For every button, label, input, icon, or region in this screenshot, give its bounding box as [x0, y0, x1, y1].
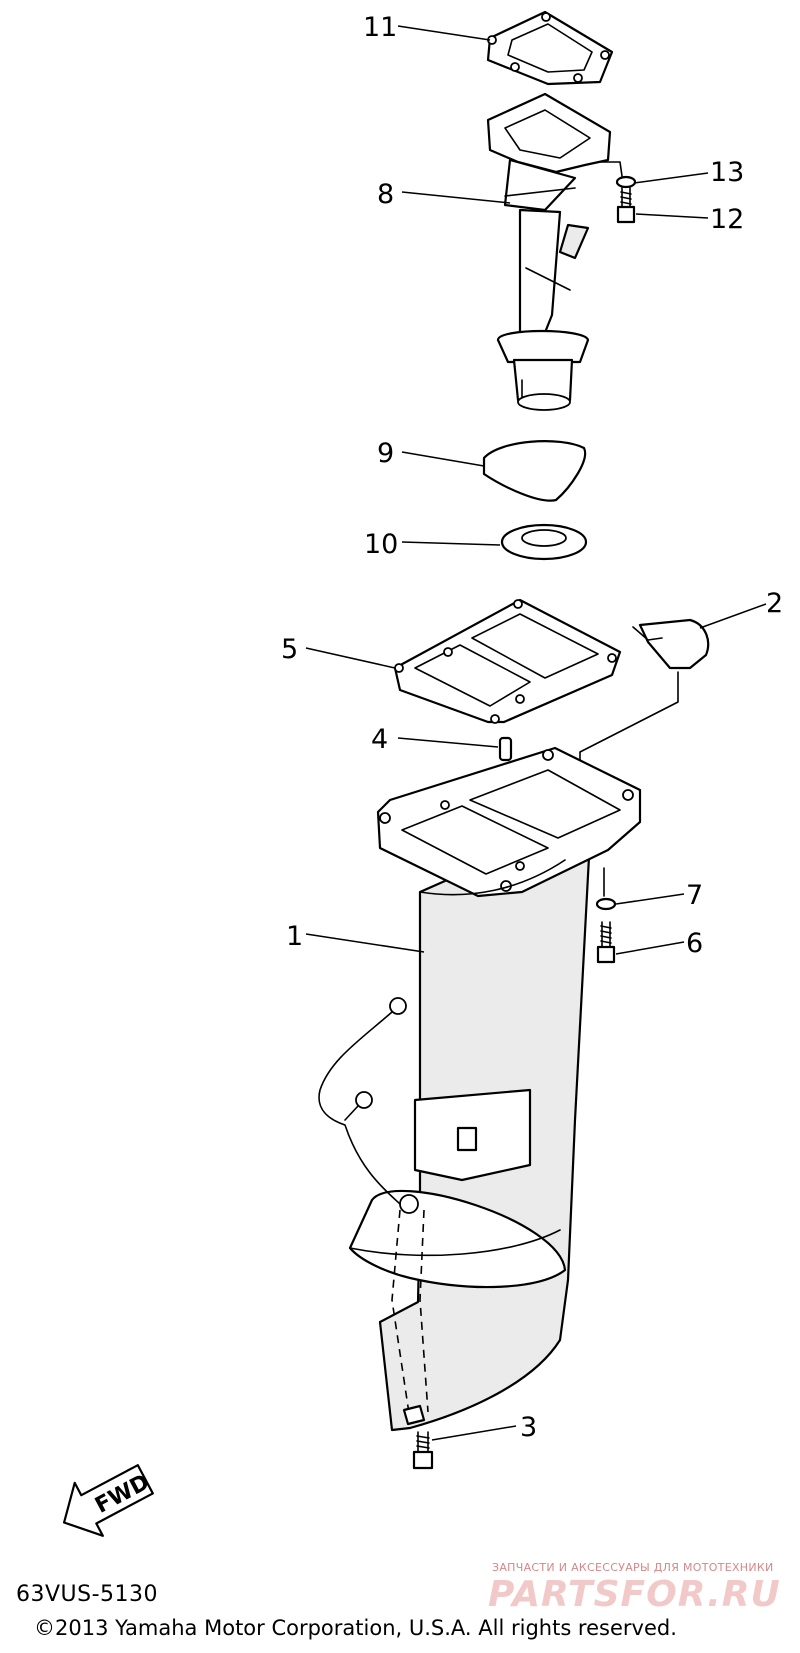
- callout-1: 1: [286, 921, 303, 952]
- callout-5: 5: [281, 634, 298, 665]
- callout-9: 9: [377, 438, 394, 469]
- watermark-subtitle: ЗАПЧАСТИ И АКСЕССУАРЫ ДЛЯ МОТОТЕХНИКИ: [492, 1561, 774, 1574]
- part-9-plate: [482, 440, 587, 502]
- callout-6: 6: [686, 928, 703, 959]
- part-1-upper-casing: [348, 746, 642, 1432]
- part-2-cover: [632, 618, 710, 670]
- part-10-grommet: [500, 523, 588, 561]
- watermark-logo: PARTSFOR.RU: [488, 1574, 781, 1615]
- callout-11: 11: [363, 12, 397, 43]
- callout-10: 10: [364, 529, 398, 560]
- diagram-reference-code: 63VUS-5130: [16, 1582, 159, 1607]
- part-13-washer: [615, 175, 637, 189]
- part-7-washer: [595, 897, 617, 911]
- callout-8: 8: [377, 179, 394, 210]
- callout-2: 2: [766, 588, 783, 619]
- part-6-bolt: [596, 921, 616, 964]
- part-5-gasket: [393, 598, 622, 724]
- part-12-bolt: [616, 187, 636, 224]
- lead-wire: [318, 997, 426, 1426]
- callout-3: 3: [520, 1412, 537, 1443]
- part-8-exhaust-guide: [486, 92, 612, 411]
- fwd-arrow-icon: FWD: [62, 1464, 154, 1537]
- part-11-gasket: [486, 10, 614, 86]
- part-4-dowel-pin: [498, 736, 513, 762]
- copyright-notice: ©2013 Yamaha Motor Corporation, U.S.A. A…: [34, 1616, 677, 1640]
- callout-4: 4: [371, 724, 388, 755]
- leader-lines: [305, 25, 767, 1441]
- callout-7: 7: [686, 880, 703, 911]
- callout-12: 12: [710, 204, 744, 235]
- part-3-bolt: [412, 1431, 434, 1470]
- callout-13: 13: [710, 157, 744, 188]
- callout-labels: 11 13 8 12 9 10 2 5 4 7 1 6 3: [281, 12, 783, 1443]
